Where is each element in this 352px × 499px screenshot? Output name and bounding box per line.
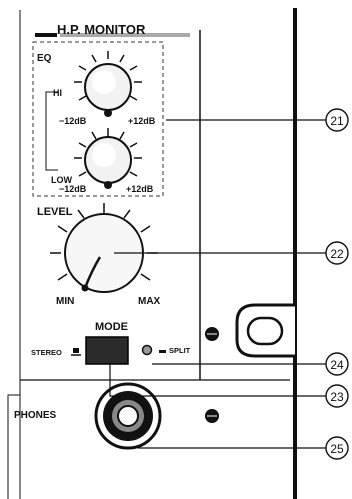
split-label: SPLIT bbox=[169, 346, 191, 355]
stereo-indicator-icon bbox=[71, 348, 81, 356]
phones-jack[interactable] bbox=[94, 382, 162, 450]
svg-text:21: 21 bbox=[330, 114, 344, 128]
eq-bracket bbox=[45, 91, 58, 171]
split-led bbox=[141, 344, 153, 356]
eq-low-label: LOW bbox=[51, 175, 72, 185]
level-max-label: MAX bbox=[138, 296, 161, 307]
stereo-label: STEREO bbox=[31, 348, 62, 357]
section-header: H.P. MONITOR bbox=[35, 22, 190, 37]
mode-button[interactable] bbox=[85, 336, 129, 365]
level-knob[interactable] bbox=[50, 203, 158, 293]
eq-hi-knob[interactable] bbox=[74, 51, 142, 117]
section-title: H.P. MONITOR bbox=[57, 22, 146, 37]
level-label: LEVEL bbox=[37, 206, 73, 218]
svg-text:23: 23 bbox=[330, 390, 344, 404]
callout-21: 21 bbox=[325, 108, 349, 132]
callout-25: 25 bbox=[325, 436, 349, 460]
svg-text:22: 22 bbox=[330, 247, 344, 261]
eq-label: EQ bbox=[37, 53, 52, 64]
eq-low-max-label: +12dB bbox=[126, 184, 154, 194]
callout-23: 23 bbox=[325, 384, 349, 408]
eq-hi-label: HI bbox=[53, 88, 62, 98]
callout-24: 24 bbox=[325, 352, 349, 376]
eq-low-knob[interactable] bbox=[74, 128, 142, 189]
svg-text:24: 24 bbox=[330, 358, 344, 372]
eq-box bbox=[32, 41, 164, 197]
svg-text:25: 25 bbox=[330, 442, 344, 456]
split-indicator-icon bbox=[159, 350, 166, 353]
level-min-label: MIN bbox=[56, 296, 74, 307]
screw-icon bbox=[205, 409, 219, 423]
screw-icon bbox=[205, 327, 219, 341]
callout-22: 22 bbox=[325, 241, 349, 265]
phones-label: PHONES bbox=[14, 410, 57, 421]
eq-low-min-label: −12dB bbox=[59, 184, 87, 194]
mounting-bracket bbox=[235, 303, 295, 358]
mode-label: MODE bbox=[95, 321, 128, 333]
eq-hi-max-label: +12dB bbox=[128, 116, 156, 126]
callout-leaders bbox=[109, 119, 327, 449]
eq-hi-min-label: −12dB bbox=[59, 116, 87, 126]
